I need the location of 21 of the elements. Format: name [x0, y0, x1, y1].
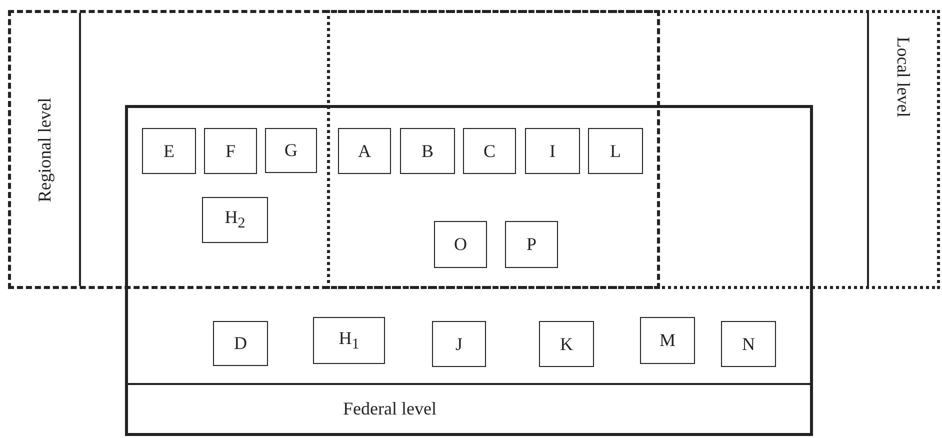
- item-box: M: [640, 317, 695, 364]
- item-box: J: [432, 321, 486, 367]
- item-box: A: [338, 128, 391, 174]
- item-box: D: [213, 321, 268, 366]
- item-box: O: [434, 221, 487, 268]
- item-box: K: [539, 321, 594, 367]
- regional-label: Regional level: [34, 97, 56, 202]
- item-box: N: [721, 321, 776, 367]
- item-box: L: [588, 128, 643, 174]
- federal-label: Federal level: [343, 398, 436, 420]
- item-box: H$_{1}$: [313, 317, 385, 364]
- item-box: P: [505, 221, 558, 268]
- item-box: G: [265, 128, 317, 173]
- item-box: H$_{2}$: [202, 197, 268, 243]
- item-box: B: [400, 128, 455, 174]
- federal-frame: [125, 105, 813, 436]
- item-box: I: [525, 128, 580, 174]
- item-box: F: [204, 128, 257, 174]
- item-box: C: [463, 128, 516, 174]
- local-label: Local level: [892, 36, 914, 118]
- item-box: E: [142, 128, 196, 174]
